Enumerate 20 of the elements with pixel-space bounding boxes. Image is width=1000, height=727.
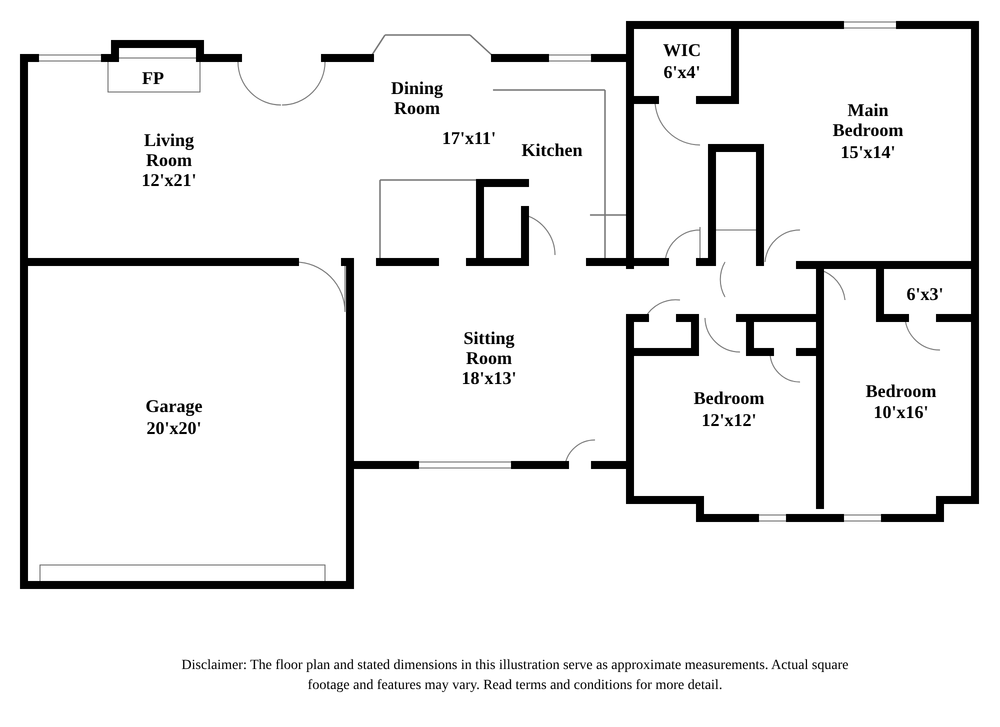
room-label: Living Room: [142, 130, 196, 170]
room-label: Bedroom: [692, 388, 766, 408]
dimension-label: 12'x12': [700, 410, 758, 430]
fireplace-label: FP: [141, 68, 165, 88]
dimension-label: 15'x14': [839, 142, 896, 162]
dimension-label: 18'x13': [460, 368, 518, 388]
room-label: Kitchen: [520, 140, 584, 160]
dimension-label: 6'x3': [905, 284, 944, 304]
dimension-label: 6'x4': [662, 62, 702, 82]
disclaimer-text: Disclaimer: The floor plan and stated dimensions in this illustration serve as approximate measurements. Actual square footage and features may vary. Read terms and conditions for more detail.: [180, 657, 850, 695]
dimension-label: 10'x16': [872, 402, 930, 422]
room-label: Bedroom: [864, 381, 938, 401]
room-label: Dining Room: [390, 78, 444, 118]
room-label: WIC: [662, 40, 702, 60]
dimension-label: 12'x21': [140, 170, 198, 190]
room-label: Sitting Room: [462, 328, 516, 368]
dimension-label: 17'x11': [440, 128, 497, 148]
room-label: Main Bedroom: [832, 100, 904, 140]
room-label: Garage: [144, 396, 204, 416]
dimension-label: 20'x20': [145, 418, 202, 438]
